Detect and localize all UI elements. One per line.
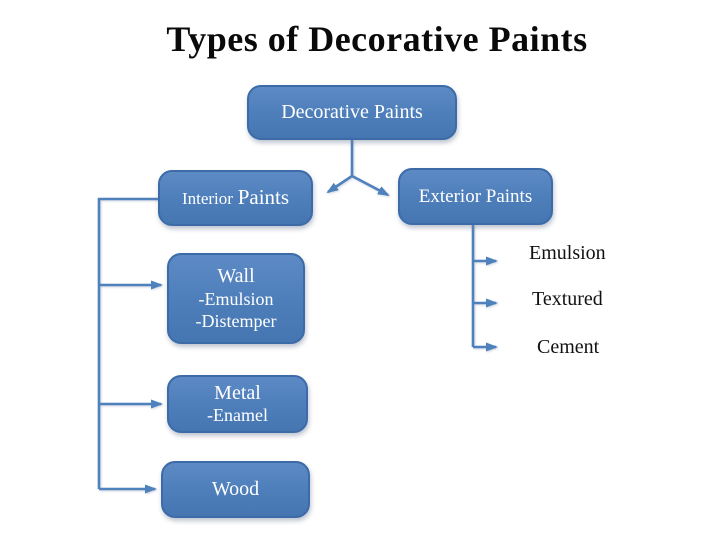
exterior-type-emulsion: Emulsion [529, 242, 606, 264]
node-exterior-paints-label: Exterior Paints [418, 185, 533, 207]
paints-label-word: Paints [237, 185, 290, 210]
node-wood-title: Wood [211, 478, 260, 501]
node-exterior-paints: Exterior Paints [398, 168, 553, 225]
node-wood: Wood [161, 461, 310, 518]
node-metal-item-enamel: -Enamel [207, 405, 268, 426]
node-interior-paints: Interior Paints [158, 170, 313, 226]
node-wall-title: Wall [217, 265, 255, 288]
arrow-root-to-interior [326, 174, 353, 194]
connector-interior-trunk [97, 197, 158, 489]
slide-title: Types of Decorative Paints [166, 19, 588, 59]
exterior-type-textured: Textured [532, 288, 603, 310]
arrow-root-to-exterior [351, 174, 390, 197]
node-metal: Metal -Enamel [167, 375, 308, 433]
interior-label-word: Interior [181, 189, 233, 209]
node-wall-item-emulsion: -Emulsion [198, 288, 274, 309]
node-interior-paints-label: Interior Paints [182, 185, 289, 211]
node-decorative-paints: Decorative Paints [247, 85, 457, 140]
node-decorative-paints-label: Decorative Paints [281, 101, 423, 124]
node-wall-item-distemper: -Distemper [195, 310, 277, 331]
exterior-type-cement: Cement [537, 336, 600, 358]
node-wall: Wall -Emulsion -Distemper [167, 253, 305, 344]
node-metal-title: Metal [214, 381, 261, 404]
